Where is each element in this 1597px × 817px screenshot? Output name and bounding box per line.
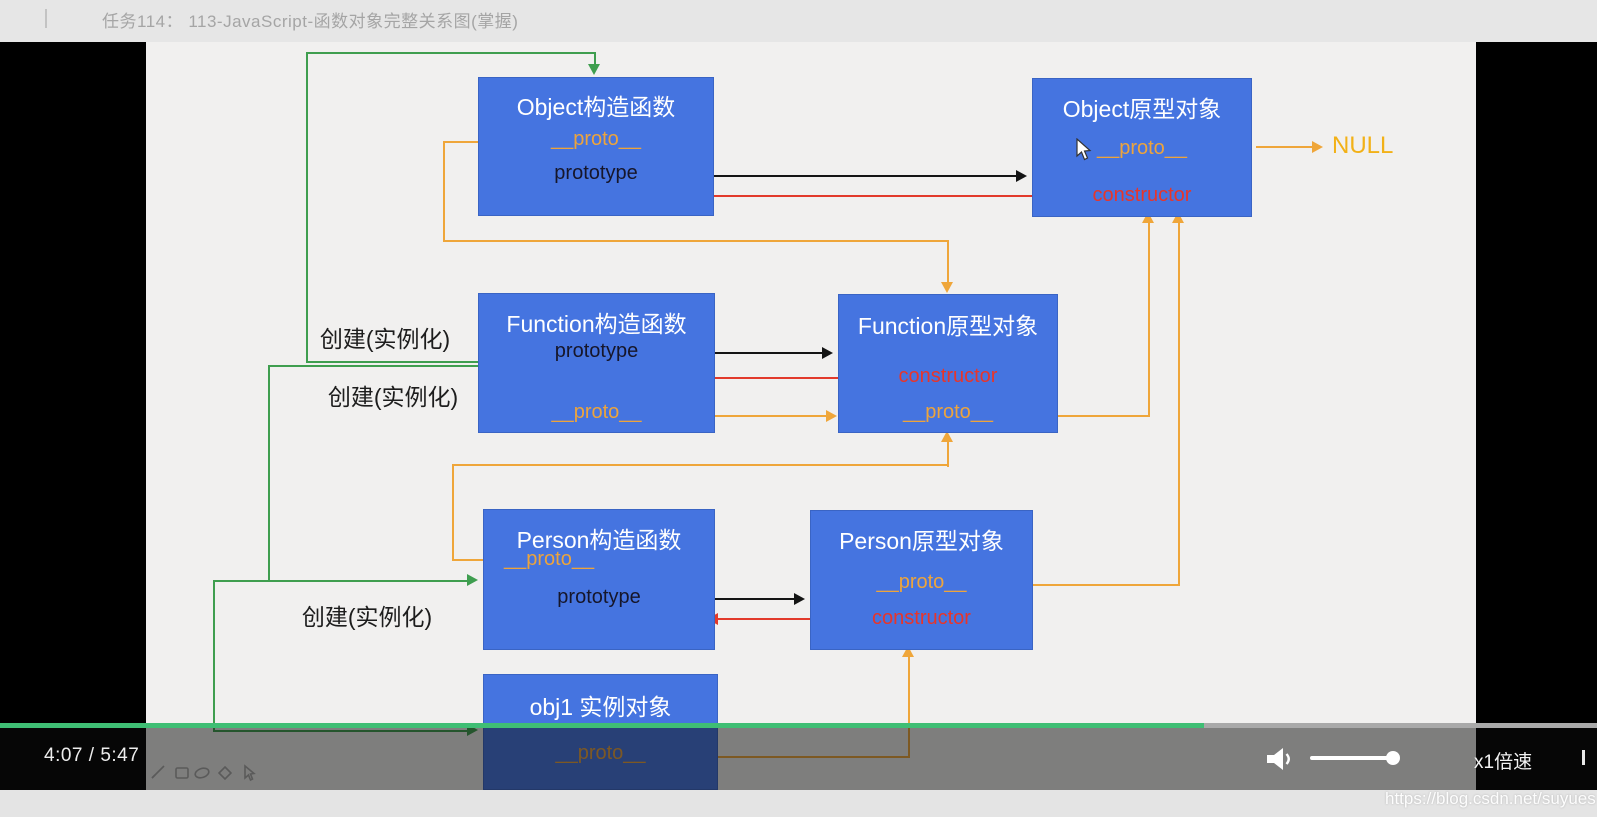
person-prototype-arrow [794, 593, 805, 605]
volume-slider-knob[interactable] [1386, 751, 1400, 765]
arrow-right-to-null [1312, 141, 1323, 153]
field-proto: __proto__ [876, 571, 967, 593]
arrow-right-into-func-proto [826, 410, 837, 422]
progress-played [0, 723, 1205, 728]
person-prototype-line [658, 598, 796, 600]
field-constructor: constructor [872, 607, 971, 629]
arrow-up-into-object-proto-2 [1172, 212, 1184, 223]
volume-slider[interactable] [1310, 756, 1398, 760]
box-title: Person构造函数 [516, 527, 682, 553]
label-create-3: 创建(实例化) [301, 604, 433, 630]
box-person-prototype: Person原型对象 __proto__ constructor [810, 510, 1033, 650]
page-title: 任务114： 113-JavaScript-函数对象完整关系图(掌握) [102, 12, 519, 31]
box-title: Function原型对象 [857, 313, 1039, 339]
progress-bar[interactable] [0, 723, 1597, 728]
personctor-proto-line-c [452, 464, 949, 466]
personctor-proto-line-a [452, 559, 508, 561]
arrow-down-into-object-ctor [588, 64, 600, 75]
objctor-proto-line-c [443, 240, 949, 242]
funcproto-proto-line-a [1014, 415, 1150, 417]
box-object-prototype: Object原型对象 __proto__ constructor [1032, 78, 1252, 217]
label-null: NULL [1332, 132, 1394, 159]
function-constructor-line [714, 377, 876, 379]
green-line-top-stem [594, 52, 596, 68]
box-title: Person原型对象 [839, 528, 1004, 554]
watermark: https://blog.csdn.net/suyues [1385, 789, 1596, 808]
field-prototype: prototype [554, 162, 638, 184]
box-title: Object构造函数 [516, 94, 676, 120]
arrow-up-into-object-proto-1 [1142, 212, 1154, 223]
arrow-down-into-func-proto-top [941, 282, 953, 293]
green-line-top-h [306, 52, 595, 54]
green-line-h3 [213, 580, 469, 582]
obj1-proto-line-b [908, 656, 910, 758]
box-function-constructor: Function构造函数 prototype __proto__ [478, 293, 715, 433]
funcproto-proto-line-b [1148, 222, 1150, 417]
box-title: Object原型对象 [1062, 96, 1222, 122]
time-display: 4:07 / 5:47 [44, 745, 140, 766]
box-title: Function构造函数 [506, 311, 687, 337]
ellipse-tool-icon [194, 767, 210, 779]
arrow-up-into-func-proto-bottom [941, 431, 953, 442]
label-create-2: 创建(实例化) [327, 384, 459, 410]
volume-icon[interactable] [1266, 747, 1300, 772]
green-line-v3 [213, 580, 215, 732]
personctor-proto-line-b [452, 464, 454, 561]
playback-speed[interactable]: x1倍速 [1474, 752, 1533, 773]
object-prototype-arrow [1016, 170, 1027, 182]
annotation-toolbar[interactable] [149, 763, 259, 782]
personctor-proto-line-d [947, 441, 949, 467]
field-proto: __proto__ [550, 128, 642, 150]
field-prototype: prototype [557, 586, 641, 608]
green-line-v2 [268, 365, 270, 581]
objproto-null-line [1256, 146, 1314, 148]
objctor-proto-line-b [443, 141, 445, 242]
rectangle-tool-icon [175, 767, 189, 779]
field-proto: __proto__ [551, 401, 642, 423]
arrow-up-into-person-proto-bottom [902, 646, 914, 657]
title-bar: 任务114： 113-JavaScript-函数对象完整关系图(掌握) [0, 0, 1597, 42]
player-menu-bar-icon[interactable] [1582, 750, 1585, 765]
field-proto: __proto__ [902, 401, 994, 423]
personproto-proto-line-b [1178, 222, 1180, 586]
function-prototype-arrow [822, 347, 833, 359]
cursor-tool-icon [244, 764, 256, 782]
mouse-cursor-icon [1076, 138, 1092, 161]
green-line-h2 [268, 365, 478, 367]
green-line-v1 [306, 52, 308, 363]
box-person-constructor: Person构造函数 __proto__ prototype [483, 509, 715, 650]
arrow-right-into-person-ctor [467, 574, 478, 586]
personproto-proto-line-a [988, 584, 1180, 586]
box-title: obj1 实例对象 [529, 694, 672, 720]
funcctor-proto-line [660, 415, 828, 417]
pen-icon [151, 765, 165, 779]
object-constructor-line [712, 195, 1066, 197]
field-proto: __proto__ [504, 548, 595, 570]
function-prototype-line [660, 352, 824, 354]
eraser-tool-icon [217, 765, 233, 781]
field-proto: __proto__ [1096, 137, 1188, 159]
title-separator [45, 9, 47, 28]
field-prototype: prototype [554, 340, 639, 362]
object-prototype-line [658, 175, 1018, 177]
objctor-proto-line-d [947, 240, 949, 284]
label-create-1: 创建(实例化) [319, 326, 451, 352]
field-constructor: constructor [898, 365, 998, 387]
field-constructor: constructor [1092, 184, 1192, 206]
box-object-constructor: Object构造函数 __proto__ prototype [478, 77, 714, 216]
box-function-prototype: Function原型对象 constructor __proto__ [838, 294, 1058, 433]
person-constructor-line [718, 618, 858, 620]
green-line-h1 [306, 361, 478, 363]
